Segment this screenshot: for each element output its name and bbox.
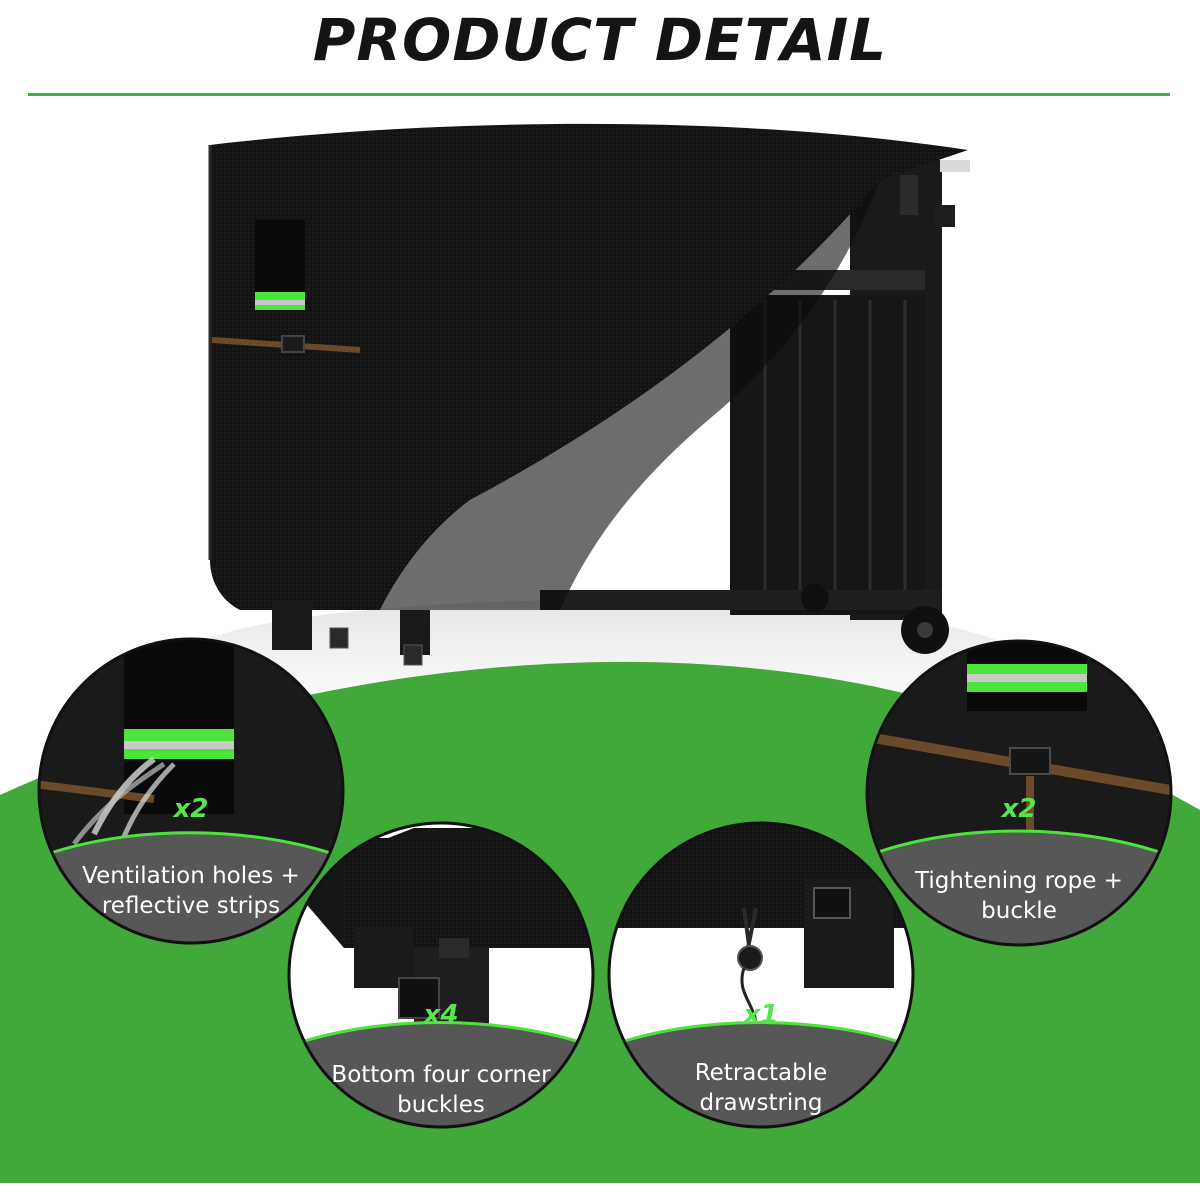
corner-buckles-close-up xyxy=(287,821,595,1129)
drawstring-count: x1 xyxy=(743,1000,779,1030)
cart-body xyxy=(540,160,970,654)
corner-buckles-caption-line1: Bottom four corner xyxy=(331,1062,551,1088)
drawstring-caption-line2: drawstring xyxy=(699,1090,823,1116)
ventilation-caption-line1: Ventilation holes + xyxy=(82,863,300,889)
side-buckle xyxy=(281,335,305,353)
ventilation-count: x2 xyxy=(173,794,209,824)
page-title: PRODUCT DETAIL xyxy=(312,6,888,74)
feature-ventilation-callout: x2 Ventilation holes + reflective strips xyxy=(34,634,348,948)
ventilation-caption-line2: reflective strips xyxy=(101,893,281,919)
reflective-strip xyxy=(255,292,305,300)
feature-tightening-rope-callout: x2 Tightening rope + buckle xyxy=(862,636,1176,950)
ventilation-close-up xyxy=(37,637,345,945)
corner-buckles-caption-line2: buckles xyxy=(397,1092,485,1118)
drawstring-caption-line1: Retractable xyxy=(694,1060,828,1086)
tightening-rope-count: x2 xyxy=(1001,794,1037,824)
drawstring-caption: Retractable drawstring xyxy=(604,1058,918,1118)
tightening-rope-caption-line1: Tightening rope + xyxy=(915,868,1123,894)
tightening-rope-close-up xyxy=(865,639,1173,947)
grill-cart-cover xyxy=(208,123,968,666)
tightening-rope-caption-line2: buckle xyxy=(981,898,1057,924)
bottom-band xyxy=(0,1183,1200,1200)
corner-buckles-count: x4 xyxy=(423,1000,459,1030)
feature-drawstring-callout: x1 Retractable drawstring xyxy=(604,818,918,1132)
tightening-rope-caption: Tightening rope + buckle xyxy=(862,866,1176,926)
corner-buckles-caption: Bottom four corner buckles xyxy=(284,1060,598,1120)
ventilation-caption: Ventilation holes + reflective strips xyxy=(34,861,348,921)
title-divider xyxy=(28,93,1170,96)
drawstring-close-up xyxy=(607,821,915,1129)
feature-corner-buckles-callout: x4 Bottom four corner buckles xyxy=(284,818,598,1132)
